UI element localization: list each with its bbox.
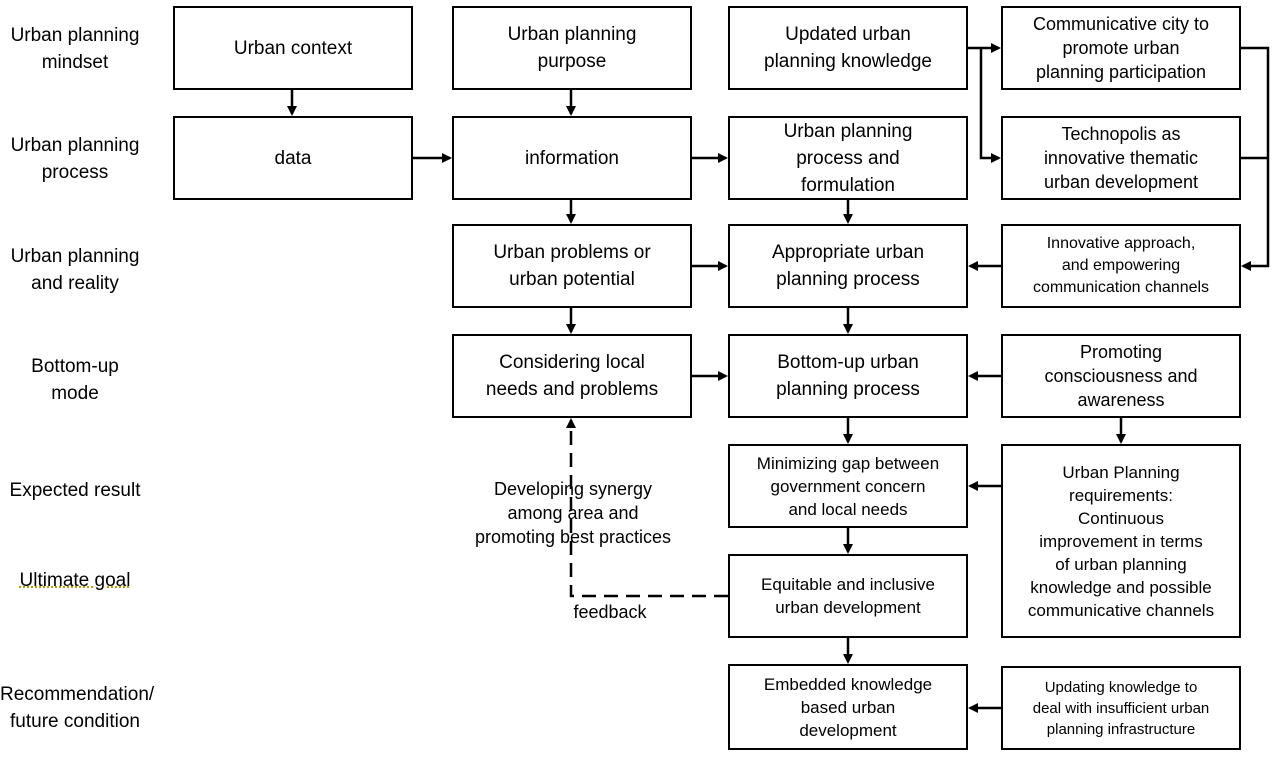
box-appropriate-process: Appropriate urban planning process — [728, 224, 968, 308]
box-urban-context: Urban context — [173, 6, 413, 90]
row-label-ultimate-goal: Ultimate goal — [19, 570, 131, 591]
note-developing-synergy: Developing synergy among area and promot… — [474, 479, 672, 547]
box-embedded-knowledge: Embedded knowledge based urban developme… — [728, 664, 968, 750]
row-label-mindset: Urban planning mindset — [10, 25, 140, 73]
row-label-expected-result: Expected result — [9, 480, 141, 501]
box-information: information — [452, 116, 692, 200]
box-innovative-approach: Innovative approach, and empowering comm… — [1001, 224, 1241, 308]
box-bottom-up-process: Bottom-up urban planning process — [728, 334, 968, 418]
box-requirements: Urban Planning requirements: Continuous … — [1001, 444, 1241, 638]
box-communicative-city: Communicative city to promote urban plan… — [1001, 6, 1241, 90]
box-urban-planning-purpose: Urban planning purpose — [452, 6, 692, 90]
arrow-knowledge-to-technopolis — [979, 48, 1001, 163]
row-label-bottom-up: Bottom-up mode — [31, 356, 119, 404]
box-process-formulation: Urban planning process and formulation — [728, 116, 968, 200]
box-updating-knowledge: Updating knowledge to deal with insuffic… — [1001, 666, 1241, 750]
row-label-process: Urban planning process — [10, 135, 140, 183]
row-label-reality: Urban planning and reality — [10, 246, 140, 294]
box-minimizing-gap: Minimizing gap between government concer… — [728, 444, 968, 528]
box-promoting-consciousness: Promoting consciousness and awareness — [1001, 334, 1241, 418]
box-updated-knowledge: Updated urban planning knowledge — [728, 6, 968, 90]
note-feedback: feedback — [573, 602, 647, 622]
box-considering-local-needs: Considering local needs and problems — [452, 334, 692, 418]
box-equitable-development: Equitable and inclusive urban developmen… — [728, 554, 968, 638]
box-data: data — [173, 116, 413, 200]
arrow-feedback-dashed — [566, 418, 728, 598]
box-technopolis: Technopolis as innovative thematic urban… — [1001, 116, 1241, 200]
row-label-recommendation: Recommendation/ future condition — [0, 684, 155, 732]
box-urban-problems: Urban problems or urban potential — [452, 224, 692, 308]
